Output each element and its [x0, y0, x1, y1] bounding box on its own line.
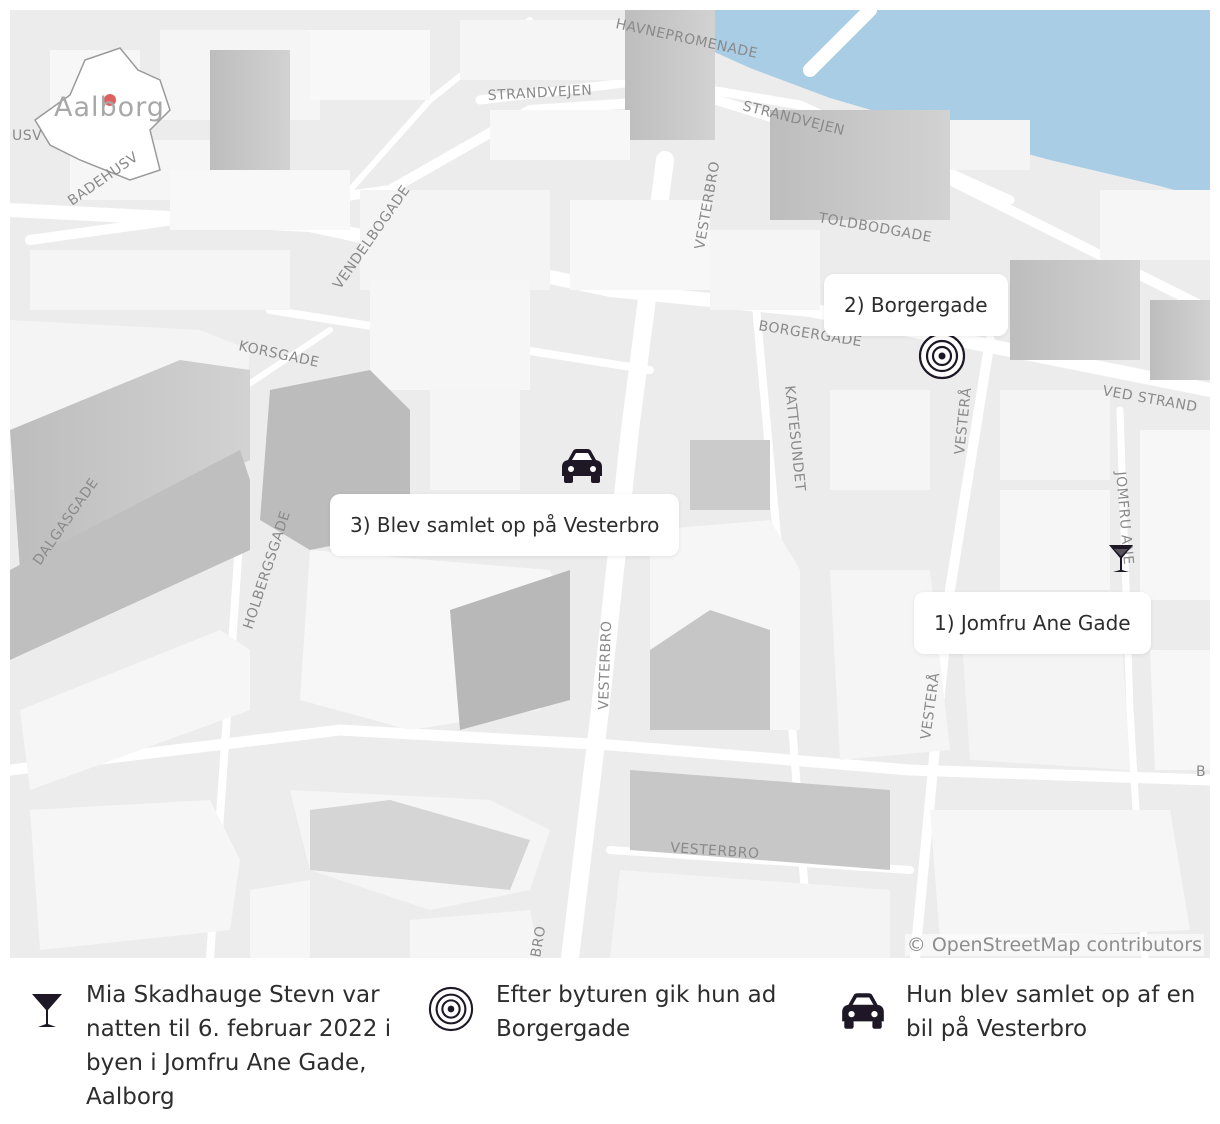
map-legend: Mia Skadhauge Stevn var natten til 6. fe… [0, 958, 1220, 1124]
car-icon [842, 993, 884, 1029]
legend-text-car: Hun blev samlet op af en bil på Vesterbr… [906, 982, 1196, 1042]
callout-borgergade[interactable]: 2) Borgergade [824, 274, 1008, 336]
harbour-water [710, 10, 1210, 200]
building-blocks [10, 10, 1210, 958]
legend-text-cocktail: Mia Skadhauge Stevn var natten til 6. fe… [86, 982, 392, 1110]
map-base-layer: STRANDVEJEN STRANDVEJEN HAVNEPROMENADE B… [10, 10, 1210, 958]
legend-item-cocktail: Mia Skadhauge Stevn var natten til 6. fe… [30, 978, 400, 1114]
street-label-fragment: B [1196, 764, 1206, 780]
legend-item-car: Hun blev samlet op af en bil på Vesterbr… [838, 978, 1218, 1046]
street-label-fragment: USV [12, 128, 42, 144]
city-location-dot [104, 94, 116, 106]
callout-vesterbro[interactable]: 3) Blev samlet op på Vesterbro [330, 494, 680, 556]
car-icon[interactable] [558, 446, 606, 486]
map-view[interactable]: STRANDVEJEN STRANDVEJEN HAVNEPROMENADE B… [10, 10, 1210, 958]
legend-item-target: Efter byturen gik hun ad Borgergade [428, 978, 798, 1046]
street-label-strandvejen: STRANDVEJEN [487, 83, 592, 104]
cocktail-glass-icon[interactable] [1106, 542, 1136, 576]
map-attribution: © OpenStreetMap contributors [904, 934, 1204, 956]
concentric-rings-icon [428, 986, 474, 1032]
street-label-vesterbro: VESTERBRO [670, 840, 760, 862]
street-label-vestera: VESTERÅ [951, 386, 975, 455]
locator-city-label: Aalborg [54, 92, 165, 123]
legend-text-target: Efter byturen gik hun ad Borgergade [496, 982, 777, 1042]
cocktail-glass-icon [32, 994, 62, 1027]
locator-inset [34, 47, 171, 181]
concentric-rings-icon[interactable] [918, 332, 966, 380]
street-label-vesterbro: BRO [528, 925, 549, 958]
street-label-vesterbro: VESTERBRO [596, 620, 615, 710]
callout-jomfru-ane-gade[interactable]: 1) Jomfru Ane Gade [914, 592, 1151, 654]
